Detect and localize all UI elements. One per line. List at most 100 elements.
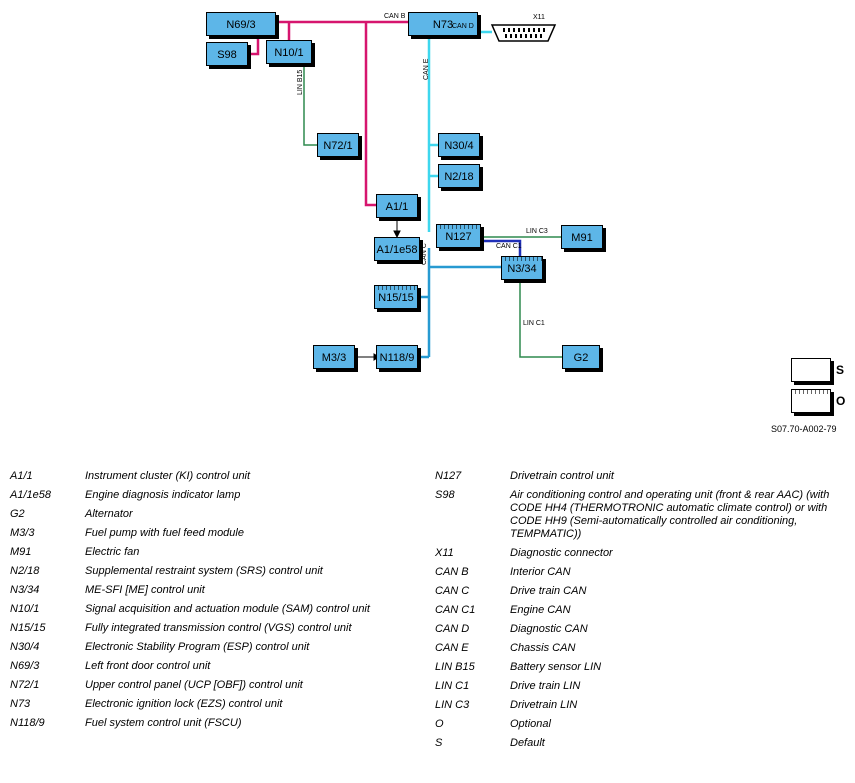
legend-row: N2/18 Supplemental restraint system (SRS)… xyxy=(0,565,405,578)
node-n127: N127 xyxy=(436,224,481,248)
bus-label-can-b: CAN B xyxy=(384,13,406,20)
legend-row: N69/3 Left front door control unit xyxy=(0,660,405,673)
legend-row: G2 Alternator xyxy=(0,508,405,521)
legend-row: CAN C1 Engine CAN xyxy=(425,604,830,617)
node-label: N72/1 xyxy=(323,140,353,152)
node-n15-15: N15/15 xyxy=(374,285,418,309)
lin-b15-line xyxy=(303,64,317,146)
legend-code: N3/34 xyxy=(10,584,40,596)
node-n10-1: N10/1 xyxy=(266,40,312,64)
bus-label-can-c: CAN C xyxy=(421,243,428,265)
legend-description: Battery sensor LIN xyxy=(510,661,602,673)
legend-description: Drive train LIN xyxy=(510,680,581,692)
node-a1-1: A1/1 xyxy=(376,194,418,218)
legend-description: Supplemental restraint system (SRS) cont… xyxy=(85,565,323,577)
legend-code: LIN C1 xyxy=(435,680,470,692)
legend-code: M3/3 xyxy=(10,527,35,539)
legend-code: N2/18 xyxy=(10,565,40,577)
legend-description: Engine CAN xyxy=(510,604,571,616)
node-n118-9: N118/9 xyxy=(376,345,418,369)
node-label: S98 xyxy=(217,49,237,61)
can-c1-bus xyxy=(479,239,522,256)
legend-code: N30/4 xyxy=(10,641,40,653)
bus-label-lin-c1: LIN C1 xyxy=(523,320,545,327)
legend-code: N72/1 xyxy=(10,679,40,691)
legend-description: ME-SFI [ME] control unit xyxy=(85,584,205,596)
legend-description: Diagnostic CAN xyxy=(510,623,588,635)
legend-code: O xyxy=(435,718,444,730)
legend-code: CAN E xyxy=(435,642,469,654)
legend-description: Optional xyxy=(510,718,551,730)
can-e-bus xyxy=(427,32,438,232)
node-n69-3: N69/3 xyxy=(206,12,276,36)
legend-code: G2 xyxy=(10,508,25,520)
bus-label-can-d: CAN D xyxy=(452,23,474,30)
legend-code: CAN C xyxy=(435,585,470,597)
legend-code: X11 xyxy=(435,547,454,559)
bus-label-lin-b15: LIN B15 xyxy=(297,69,304,95)
legend-description: Electronic ignition lock (EZS) control u… xyxy=(85,698,283,710)
x11-label: X11 xyxy=(533,14,545,21)
legend-code: N10/1 xyxy=(10,603,40,615)
node-label: N118/9 xyxy=(379,352,415,364)
node-label: M3/3 xyxy=(321,352,347,364)
bus-label-lin-c3: LIN C3 xyxy=(526,228,548,235)
legend-description: Drivetrain LIN xyxy=(510,699,578,711)
legend-code: S98 xyxy=(435,489,455,501)
node-label: N127 xyxy=(445,231,472,243)
legend-description: Electronic Stability Program (ESP) contr… xyxy=(85,641,310,653)
legend-code: A1/1 xyxy=(10,470,33,482)
node-label: M91 xyxy=(571,232,593,244)
node-label: N10/1 xyxy=(274,47,304,59)
legend-description: Engine diagnosis indicator lamp xyxy=(85,489,241,501)
node-n73: N73 xyxy=(408,12,478,36)
legend-code: CAN D xyxy=(435,623,470,635)
node-s98: S98 xyxy=(206,42,248,66)
key-optional-letter: O xyxy=(836,394,846,408)
x11-connector-icon xyxy=(490,24,557,42)
legend-code: A1/1e58 xyxy=(10,489,51,501)
legend-description: Chassis CAN xyxy=(510,642,576,654)
legend-row: CAN C Drive train CAN xyxy=(425,585,830,598)
legend-code: S xyxy=(435,737,443,749)
legend-description: Left front door control unit xyxy=(85,660,211,672)
node-m3-3: M3/3 xyxy=(313,345,355,369)
bus-label-can-e: CAN E xyxy=(423,58,430,80)
legend-code: LIN C3 xyxy=(435,699,470,711)
legend-code: N69/3 xyxy=(10,660,40,672)
node-label: N73 xyxy=(432,19,454,31)
legend-row: LIN C3 Drivetrain LIN xyxy=(425,699,830,712)
lin-bus xyxy=(303,64,562,358)
legend-code: N127 xyxy=(435,470,462,482)
legend-description: Air conditioning control and operating u… xyxy=(510,489,830,540)
node-n30-4: N30/4 xyxy=(438,133,480,157)
legend-left-column: A1/1 Instrument cluster (KI) control unit… xyxy=(0,470,405,736)
node-label: G2 xyxy=(573,352,589,364)
legend-row: CAN E Chassis CAN xyxy=(425,642,830,655)
legend-code: CAN B xyxy=(435,566,469,578)
key-optional-box xyxy=(791,389,831,413)
figure-id: S07.70-A002-79 xyxy=(771,424,837,434)
legend-code: N118/9 xyxy=(10,717,45,729)
legend-description: Drive train CAN xyxy=(510,585,587,597)
legend-code: CAN C1 xyxy=(435,604,476,616)
legend-description: Instrument cluster (KI) control unit xyxy=(85,470,251,482)
legend-description: Alternator xyxy=(85,508,133,520)
node-label: N30/4 xyxy=(444,140,474,152)
legend-code: N15/15 xyxy=(10,622,46,634)
node-n72-1: N72/1 xyxy=(317,133,359,157)
legend-row: A1/1 Instrument cluster (KI) control unit xyxy=(0,470,405,483)
legend-description: Default xyxy=(510,737,545,749)
legend-row: S98 Air conditioning control and operatin… xyxy=(425,489,830,541)
legend-row: S Default xyxy=(425,737,830,750)
node-label: N69/3 xyxy=(226,19,256,31)
key-standard-box xyxy=(791,358,831,382)
